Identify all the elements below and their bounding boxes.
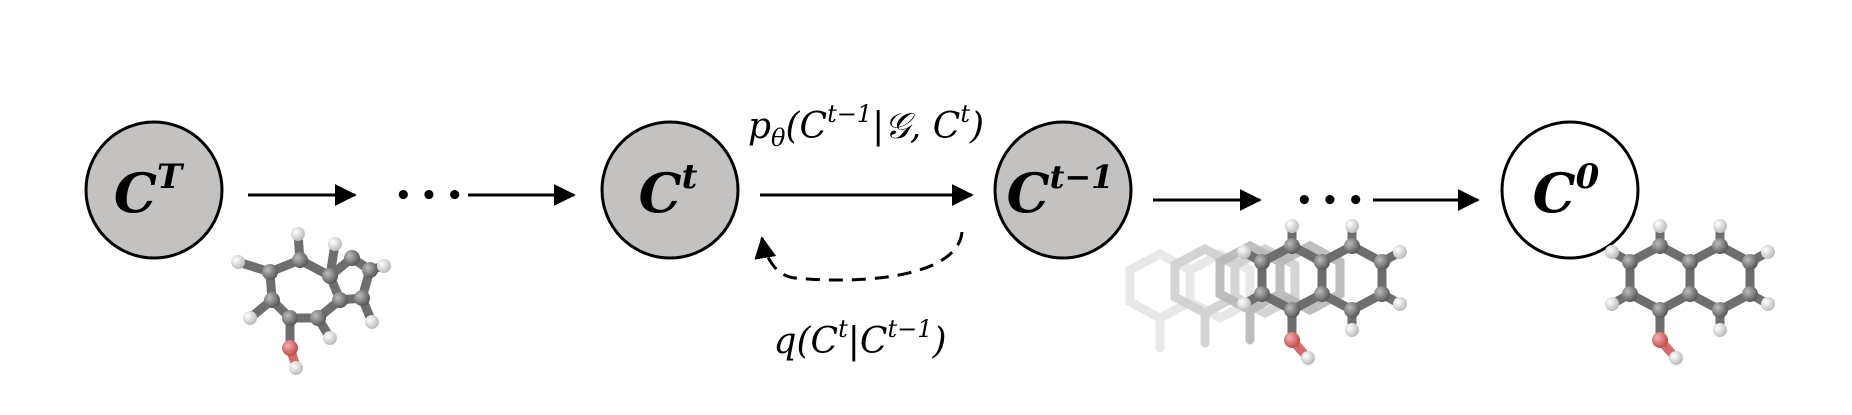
node-c-t: Ct — [600, 120, 740, 260]
node-circle — [1500, 120, 1640, 260]
forward-equation: pθ(Ct−1|𝒢, Ct) — [748, 100, 984, 152]
node-circle — [993, 120, 1133, 260]
ellipsis: • • • — [395, 181, 463, 211]
node-c-0: C0 — [1500, 120, 1640, 260]
node-c-T: CT — [84, 120, 224, 260]
ellipsis: • • • — [1296, 186, 1364, 216]
svg-text:Ct−1: Ct−1 — [1007, 158, 1114, 225]
node-c-t-minus-1: Ct−1 — [993, 120, 1133, 260]
node-base: C — [114, 161, 157, 225]
svg-text:CT: CT — [114, 157, 185, 225]
node-base: C — [1533, 161, 1576, 225]
node-circle — [600, 120, 740, 260]
molecule-noisy-atoms — [231, 227, 391, 375]
node-sup: t — [682, 157, 698, 197]
node-base: C — [1007, 161, 1050, 225]
molecule-final-atoms — [1605, 219, 1775, 365]
node-base: C — [639, 161, 682, 225]
node-sup: T — [157, 157, 185, 197]
svg-text:C0: C0 — [1533, 157, 1600, 225]
arrow-noise-dashed — [754, 231, 964, 282]
reverse-equation: q(Ct|Ct−1) — [773, 315, 946, 362]
molecule-trajectory-atoms — [1237, 219, 1407, 365]
node-sup: 0 — [1576, 157, 1600, 197]
node-sup: t−1 — [1050, 158, 1114, 196]
svg-text:Ct: Ct — [639, 157, 698, 225]
node-circle — [84, 120, 224, 260]
